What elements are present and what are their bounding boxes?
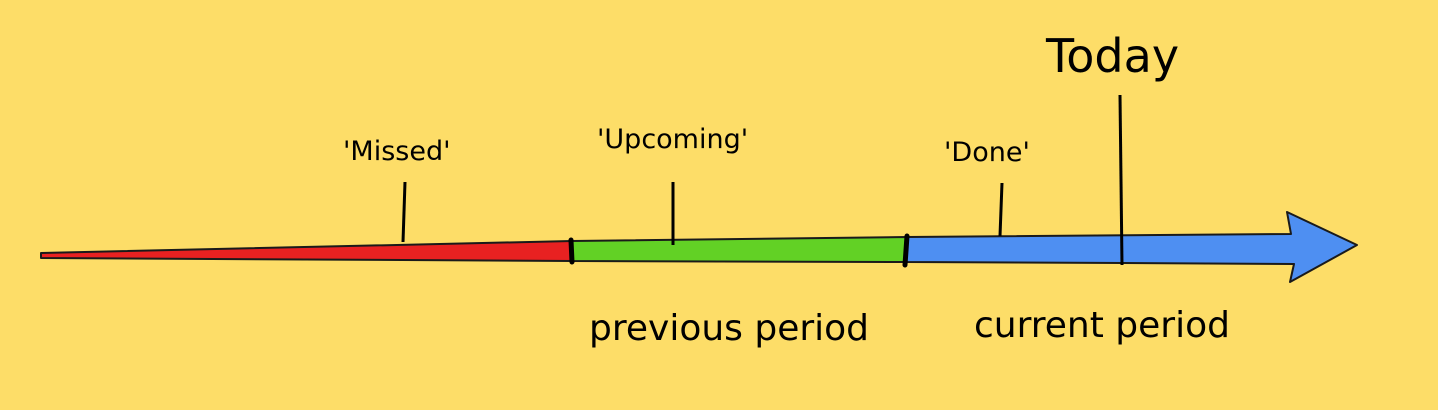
current-period-label: current period [974, 305, 1230, 346]
period-boundary-mark [568, 237, 575, 265]
period-boundary-mark [902, 233, 910, 268]
done-pointer [998, 182, 1004, 237]
missed-pointer [401, 181, 407, 243]
current-period-arrow [905, 211, 1358, 283]
done-label: 'Done' [944, 137, 1030, 168]
missed-segment [40, 240, 573, 262]
today-label: Today [1046, 29, 1180, 83]
previous-period-segment [571, 236, 908, 263]
missed-label: 'Missed' [343, 136, 451, 167]
upcoming-label: 'Upcoming' [597, 124, 749, 155]
today-marker [1118, 94, 1124, 266]
previous-period-label: previous period [589, 308, 870, 349]
